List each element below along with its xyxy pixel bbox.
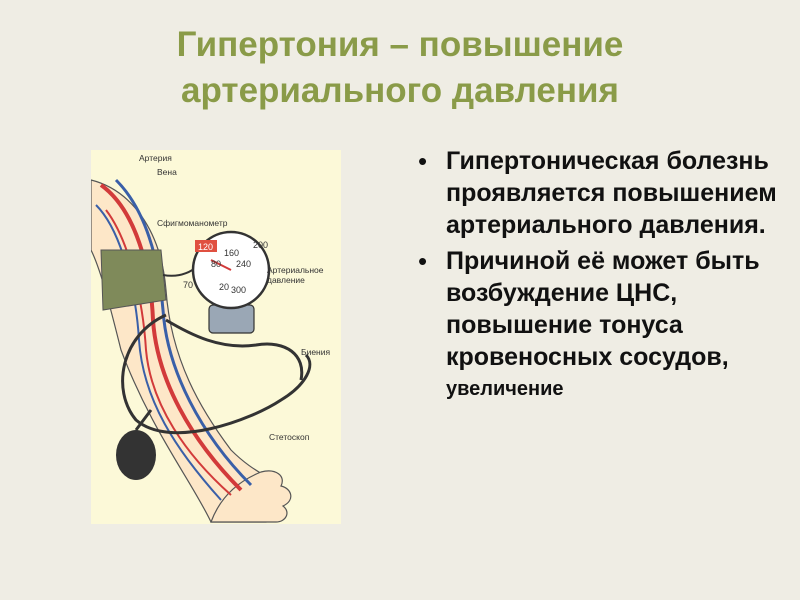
bullet-text: Гипертоническая болезнь проявляется повы… bbox=[446, 147, 777, 239]
bullet-item: • Причиной её может быть возбуждение ЦНС… bbox=[416, 245, 796, 405]
label-artery: Артерия bbox=[139, 153, 172, 163]
blood-pressure-illustration: 80 160 240 20 300 200 70 120 Артерия Вен… bbox=[91, 150, 341, 524]
artery-vessel bbox=[99, 183, 243, 492]
pump-bulb bbox=[116, 430, 156, 480]
bullet-list: • Гипертоническая болезнь проявляется по… bbox=[416, 145, 796, 409]
label-arterial-pressure-1: Артериальное bbox=[267, 265, 324, 275]
label-arterial-pressure-2: давление bbox=[267, 275, 305, 285]
slide-title: Гипертония – повышение артериального дав… bbox=[0, 22, 800, 114]
bullet-text: Причиной её может быть возбуждение ЦНС, … bbox=[446, 247, 760, 371]
gauge-needle bbox=[210, 259, 232, 271]
gauge-tick: 240 bbox=[236, 259, 251, 269]
bullet-text-tail: увеличение bbox=[446, 378, 564, 400]
gauge-tick: 80 bbox=[211, 259, 221, 269]
hand-shape bbox=[210, 470, 292, 523]
gauge-tick: 200 bbox=[253, 240, 268, 250]
arm-diagram: 80 160 240 20 300 200 70 120 bbox=[91, 178, 312, 523]
stethoscope-tube bbox=[121, 313, 312, 435]
gauge-tick: 70 bbox=[183, 280, 193, 290]
label-beats: Биения bbox=[301, 347, 331, 357]
label-vein: Вена bbox=[157, 167, 177, 177]
label-stethoscope: Стетоскоп bbox=[269, 432, 310, 442]
gauge-tick: 300 bbox=[231, 285, 246, 295]
cuff bbox=[100, 249, 167, 311]
bulb-stem bbox=[134, 409, 153, 431]
bullet-marker: • bbox=[418, 246, 428, 276]
vein-vessel-2 bbox=[95, 204, 222, 501]
reading-box bbox=[195, 240, 217, 252]
bullet-item: • Гипертоническая болезнь проявляется по… bbox=[416, 145, 796, 241]
gauge-tick: 160 bbox=[224, 248, 239, 258]
gauge-tick: 20 bbox=[219, 282, 229, 292]
title-line-2: артериального давления bbox=[181, 71, 619, 110]
gauge-reading: 120 bbox=[198, 242, 213, 252]
title-line-1: Гипертония – повышение bbox=[176, 25, 624, 64]
vein-vessel bbox=[114, 178, 253, 487]
artery-vessel-2 bbox=[105, 209, 232, 496]
stethoscope-tube-2 bbox=[165, 318, 304, 381]
bullet-marker: • bbox=[418, 146, 428, 176]
label-sphygmomanometer: Сфигмоманометр bbox=[157, 218, 228, 228]
